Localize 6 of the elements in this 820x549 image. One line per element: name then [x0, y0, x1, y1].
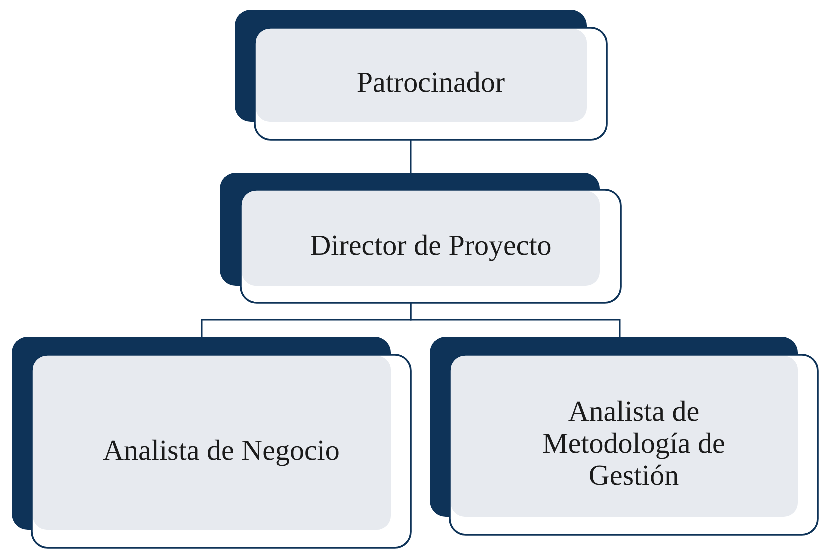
role-label: Analista de Metodología de Gestión	[542, 397, 726, 493]
connector-line	[410, 140, 412, 173]
role-label: Analista de Negocio	[103, 436, 340, 468]
role-label: Patrocinador	[356, 68, 506, 100]
role-label: Director de Proyecto	[310, 230, 552, 262]
connector-line	[410, 303, 621, 337]
